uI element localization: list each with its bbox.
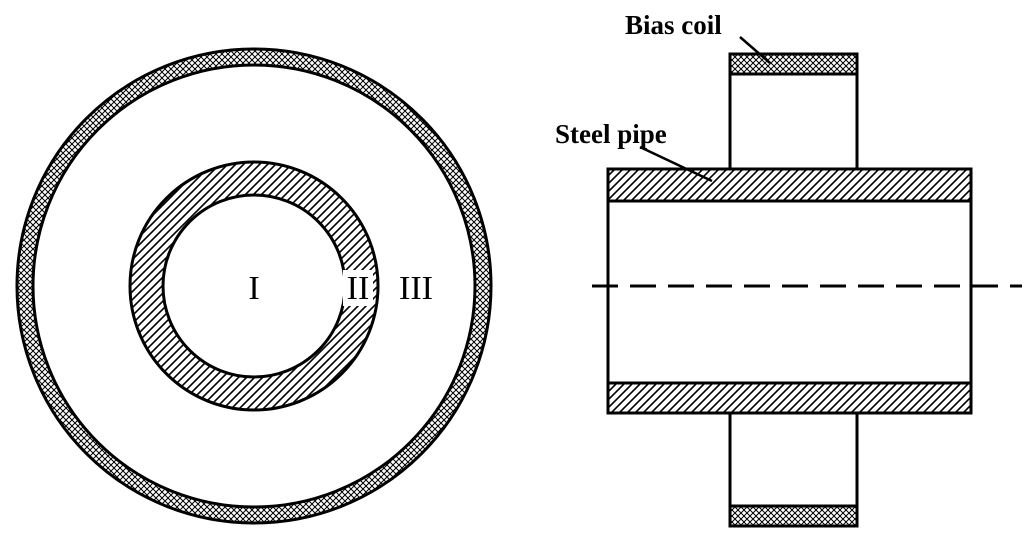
- bias-coil-label: Bias coil: [625, 10, 722, 40]
- region-label-ii-backdrop: [343, 270, 373, 306]
- region-label-i: I: [248, 270, 259, 307]
- bias-coil-top: [728, 52, 859, 169]
- bias-coil-bottom: [728, 413, 859, 528]
- region-label-iii: III: [399, 270, 433, 307]
- bias-coil-leader: [739, 36, 771, 64]
- steel-pipe-body: [606, 167, 973, 415]
- steel-pipe-label: Steel pipe: [555, 119, 667, 149]
- region-label-ii: II: [347, 270, 370, 307]
- steel-pipe-leader: [639, 145, 713, 183]
- side-view: Bias coil Steel pipe: [555, 10, 1022, 528]
